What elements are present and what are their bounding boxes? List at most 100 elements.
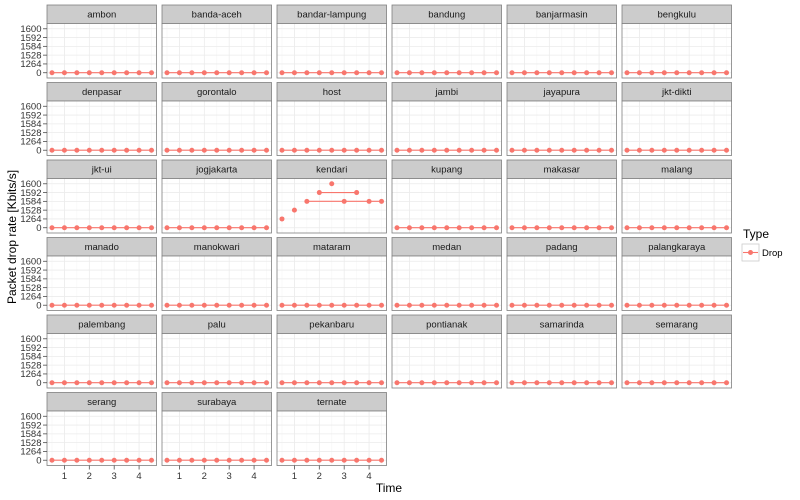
strip-label: pontianak	[426, 320, 467, 331]
data-point	[136, 225, 142, 231]
data-point	[201, 302, 207, 308]
data-point	[61, 457, 67, 463]
y-tick-label: 1584	[20, 352, 41, 363]
data-point	[316, 147, 322, 153]
panel-border	[276, 100, 387, 156]
data-point	[494, 380, 500, 386]
panel-border	[621, 255, 732, 311]
data-point	[291, 380, 297, 386]
data-point	[379, 302, 385, 308]
y-tick-label: 0	[36, 301, 41, 312]
data-point	[661, 302, 667, 308]
data-point	[61, 70, 67, 76]
data-point	[674, 380, 680, 386]
data-point	[456, 380, 462, 386]
data-point	[724, 302, 730, 308]
data-point	[99, 70, 105, 76]
y-tick-label: 1592	[20, 110, 41, 121]
strip-label: samarinda	[540, 320, 585, 331]
data-point	[124, 225, 130, 231]
panel-border	[276, 255, 387, 311]
data-point	[291, 207, 297, 213]
data-point	[214, 302, 220, 308]
y-tick-label: 1600	[20, 412, 41, 423]
data-point	[251, 302, 257, 308]
data-point	[354, 380, 360, 386]
data-point	[74, 380, 80, 386]
data-point	[341, 302, 347, 308]
data-point	[509, 147, 515, 153]
data-point	[239, 457, 245, 463]
legend-label-drop: Drop	[762, 248, 783, 259]
x-tick-label: 3	[227, 471, 232, 482]
data-point	[329, 70, 335, 76]
data-point	[636, 70, 642, 76]
data-point	[61, 380, 67, 386]
data-point	[711, 147, 717, 153]
data-point	[341, 457, 347, 463]
data-point	[419, 147, 425, 153]
y-tick-label: 0	[36, 146, 41, 157]
data-point	[686, 70, 692, 76]
data-point	[251, 457, 257, 463]
panel-border	[46, 255, 157, 311]
data-point	[711, 380, 717, 386]
data-point	[291, 457, 297, 463]
data-point	[481, 380, 487, 386]
data-point	[86, 302, 92, 308]
data-point	[419, 225, 425, 231]
data-point	[674, 225, 680, 231]
panel-border	[506, 255, 617, 311]
data-point	[584, 147, 590, 153]
x-tick-label: 2	[317, 471, 322, 482]
data-point	[149, 302, 155, 308]
data-point	[49, 70, 55, 76]
data-point	[711, 70, 717, 76]
data-point	[124, 147, 130, 153]
facet-pekanbaru: pekanbaru	[276, 314, 387, 389]
y-tick-label: 1528	[20, 438, 41, 449]
facet-host: host	[276, 82, 387, 156]
x-tick-label: 1	[62, 471, 67, 482]
data-point	[571, 380, 577, 386]
facet-makasar: makasar	[506, 159, 617, 234]
panel-border	[46, 178, 157, 234]
data-point	[674, 70, 680, 76]
facet-jayapura: jayapura	[506, 82, 617, 156]
panel-border	[621, 23, 732, 79]
data-point	[189, 225, 195, 231]
data-point	[456, 70, 462, 76]
data-point	[99, 147, 105, 153]
x-axis-title: Time	[376, 481, 403, 495]
facet-gorontalo: gorontalo	[161, 82, 272, 156]
strip-label: palu	[208, 320, 226, 331]
data-point	[609, 380, 615, 386]
data-point	[724, 70, 730, 76]
data-point	[394, 70, 400, 76]
data-point	[164, 70, 170, 76]
facet-jkt-dikti: jkt-dikti	[621, 82, 732, 156]
x-tick-label: 1	[292, 471, 297, 482]
data-point	[354, 70, 360, 76]
data-point	[239, 225, 245, 231]
data-point	[636, 302, 642, 308]
panel-border	[46, 23, 157, 79]
data-point	[406, 147, 412, 153]
data-point	[636, 380, 642, 386]
data-point	[571, 225, 577, 231]
data-point	[559, 225, 565, 231]
data-point	[624, 380, 630, 386]
data-point	[431, 225, 437, 231]
data-point	[379, 457, 385, 463]
facet-padang: padang	[506, 237, 617, 311]
data-point	[111, 457, 117, 463]
data-point	[431, 70, 437, 76]
data-point	[111, 380, 117, 386]
x-tick-label: 1	[177, 471, 182, 482]
data-point	[406, 70, 412, 76]
data-point	[571, 70, 577, 76]
strip-label: palangkaraya	[648, 242, 706, 253]
data-point	[341, 70, 347, 76]
